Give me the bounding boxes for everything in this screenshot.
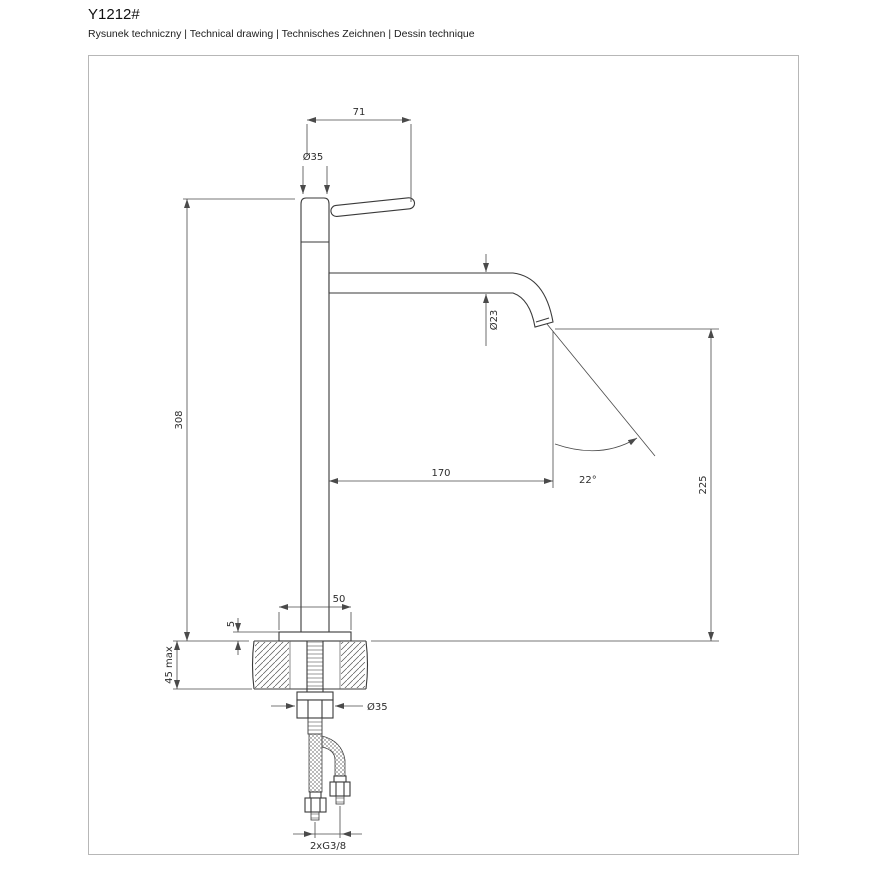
dim-deck-max-label: 45 max [164, 646, 175, 684]
dim-spout-angle-label: 22° [579, 475, 597, 486]
dim-outlet-height-label: 225 [698, 475, 709, 494]
counter-hatch-right [341, 642, 365, 688]
drawing-frame: 71 Ø35 308 Ø23 170 [88, 55, 799, 855]
mounting-nut [296, 699, 334, 719]
faucet-spout [328, 272, 554, 328]
counter-break-left [251, 640, 255, 690]
dim-spout-diameter-label: Ø23 [488, 310, 500, 331]
dim-base-diameter-label: 50 [333, 594, 346, 605]
hose-left-nut [304, 797, 327, 813]
dim-shank-diameter-label: Ø35 [367, 701, 388, 713]
countertop [251, 640, 369, 690]
hose-left [308, 733, 323, 793]
dim-handle-length-label: 71 [353, 107, 366, 118]
page-header: Y1212# Rysunek techniczny | Technical dr… [88, 6, 475, 40]
hose-left-thread-tip [310, 811, 320, 821]
dim-spout-reach-label: 170 [431, 468, 450, 479]
dim-top-diameter-label: Ø35 [303, 151, 324, 163]
product-code: Y1212# [88, 6, 140, 23]
undercounter-assembly [296, 641, 351, 821]
dim-base-height-label: 5 [226, 621, 237, 627]
aerator-line [535, 317, 550, 323]
technical-drawing: 71 Ø35 308 Ø23 170 [164, 107, 719, 852]
dim-hose-thread-label: 2xG3/8 [310, 841, 346, 852]
faucet-outline [278, 197, 554, 642]
dim-body-height-label: 308 [174, 410, 185, 429]
faucet-handle [330, 197, 416, 217]
hose-right-fitting [333, 775, 347, 783]
faucet-body [300, 197, 330, 632]
hose-right-thread-tip [335, 795, 345, 805]
counter-break-right [365, 640, 369, 690]
base-plate [278, 631, 352, 642]
hose-left-fitting [309, 791, 322, 799]
hose-right [321, 735, 346, 777]
washer [296, 691, 334, 701]
dimensions: 71 Ø35 308 Ø23 170 [164, 107, 719, 852]
hose-right-nut [329, 781, 351, 797]
drawing-caption: Rysunek techniczny | Technical drawing |… [88, 28, 475, 40]
shank-thread-lower [307, 717, 323, 735]
shank-thread [307, 642, 323, 688]
counter-hatch-left [255, 642, 289, 688]
